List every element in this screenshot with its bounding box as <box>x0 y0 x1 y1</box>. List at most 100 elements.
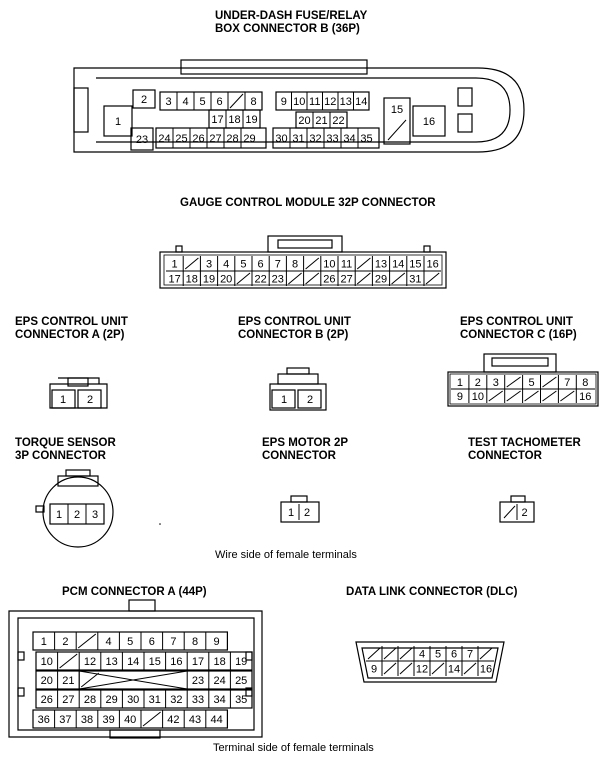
eps-motor-latch <box>290 495 308 503</box>
terminal-number: 2 <box>87 394 93 406</box>
terminal-number: 18 <box>186 274 198 286</box>
unused-terminal-slash <box>80 672 100 688</box>
terminal-number: 1 <box>281 394 287 406</box>
terminal-number: 12 <box>416 664 428 676</box>
terminal-number: 2 <box>141 94 147 106</box>
terminal-number: 8 <box>192 636 198 648</box>
terminal-number: 1 <box>288 507 294 519</box>
terminal-number: 31 <box>409 274 421 286</box>
terminal-number: 14 <box>392 259 404 271</box>
torque-sensor-latch-tab <box>65 469 91 477</box>
eps-c-face <box>449 373 597 405</box>
terminal-number: 39 <box>102 714 114 726</box>
terminal-number: 23 <box>192 675 204 687</box>
terminal-number: 17 <box>211 114 223 126</box>
terminal-number: 30 <box>127 694 139 706</box>
unused-terminal-slash <box>305 257 320 270</box>
pcm-row-5 <box>32 709 228 729</box>
terminal-number: 18 <box>228 114 240 126</box>
fuse-box-top-latch <box>180 59 368 75</box>
unused-terminal-slash <box>184 257 199 270</box>
eps-a-latch <box>67 377 89 387</box>
fuse-row-bot-a <box>155 127 267 149</box>
terminal-number: 23 <box>136 134 148 146</box>
terminal-number: 5 <box>528 377 534 389</box>
gauge-connector-latch <box>267 235 343 253</box>
terminal-number: 16 <box>426 259 438 271</box>
fuse-box-right-lug <box>457 113 473 133</box>
torque-sensor-face <box>49 503 105 525</box>
torque-sensor-key <box>35 505 45 513</box>
eps-b-latch-tab <box>286 367 310 375</box>
terminal-number: 28 <box>84 694 96 706</box>
terminal-number: 4 <box>223 259 229 271</box>
terminal-number: 27 <box>62 694 74 706</box>
pcm-bottom-key <box>109 729 161 739</box>
terminal-number: 38 <box>81 714 93 726</box>
terminal-number: 5 <box>435 649 441 661</box>
terminal-number: 8 <box>250 96 256 108</box>
terminal-number: 44 <box>210 714 222 726</box>
terminal-number: 16 <box>170 656 182 668</box>
unused-terminal-slash <box>356 257 371 270</box>
terminal-number: 36 <box>38 714 50 726</box>
fuse-terminal-23 <box>130 127 154 151</box>
terminal-number: 15 <box>391 104 403 116</box>
terminal-number: 4 <box>182 96 188 108</box>
terminal-number: 7 <box>467 649 473 661</box>
fuse-terminal-16 <box>412 105 446 137</box>
fuse-row-top-b <box>275 91 370 111</box>
terminal-number: 20 <box>41 675 53 687</box>
terminal-number: 9 <box>371 664 377 676</box>
terminal-number: 14 <box>127 656 139 668</box>
fuse-box-right-lug <box>457 87 473 107</box>
terminal-number: 22 <box>332 115 344 127</box>
gauge-connector-latch-inner <box>277 239 333 249</box>
terminal-number: 12 <box>324 96 336 108</box>
unused-terminal-slash <box>142 711 161 727</box>
terminal-number: 2 <box>307 394 313 406</box>
dlc-inner-rim <box>361 647 499 679</box>
terminal-number: 19 <box>203 274 215 286</box>
fuse-terminal-2 <box>132 89 156 109</box>
scan-speck <box>159 523 161 525</box>
terminal-number: 2 <box>521 507 527 519</box>
terminal-number: 35 <box>235 694 247 706</box>
eps-a-top <box>58 377 100 384</box>
terminal-number: 3 <box>206 259 212 271</box>
terminal-number: 25 <box>175 133 187 145</box>
terminal-number: 25 <box>235 675 247 687</box>
terminal-number: 6 <box>149 636 155 648</box>
unused-terminal-slash <box>503 505 516 519</box>
terminal-number: 32 <box>170 694 182 706</box>
eps-c-title: EPS CONTROL UNIT CONNECTOR C (16P) <box>460 316 577 341</box>
pcm-row-4 <box>35 689 253 709</box>
terminal-number: 1 <box>115 116 121 128</box>
unused-terminal-slash <box>288 272 302 285</box>
terminal-number: 1 <box>60 394 66 406</box>
pcm-row-3 <box>35 670 253 690</box>
terminal-number: 17 <box>168 274 180 286</box>
terminal-number: 40 <box>124 714 136 726</box>
terminal-number: 9 <box>214 636 220 648</box>
unused-terminal-slash <box>399 647 413 660</box>
unused-terminal-slash <box>77 633 97 649</box>
terminal-number: 34 <box>343 133 355 145</box>
terminal-cell <box>297 389 322 409</box>
unused-terminal-slash <box>431 662 445 675</box>
terminal-number: 31 <box>292 133 304 145</box>
eps-b-title: EPS CONTROL UNIT CONNECTOR B (2P) <box>238 316 351 341</box>
terminal-cell <box>271 389 296 409</box>
pcm-side-key <box>17 651 25 661</box>
terminal-number: 3 <box>92 509 98 521</box>
unused-terminal-slash <box>387 119 407 141</box>
terminal-number: 16 <box>423 116 435 128</box>
wire-side-caption: Wire side of female terminals <box>215 549 357 561</box>
gauge-title: GAUGE CONTROL MODULE 32P CONNECTOR <box>180 197 436 209</box>
terminal-number: 9 <box>457 391 463 403</box>
terminal-number: 42 <box>167 714 179 726</box>
terminal-number: 43 <box>189 714 201 726</box>
terminal-number: 10 <box>41 656 53 668</box>
terminal-cell <box>77 389 102 409</box>
eps-b-latch <box>277 373 319 385</box>
